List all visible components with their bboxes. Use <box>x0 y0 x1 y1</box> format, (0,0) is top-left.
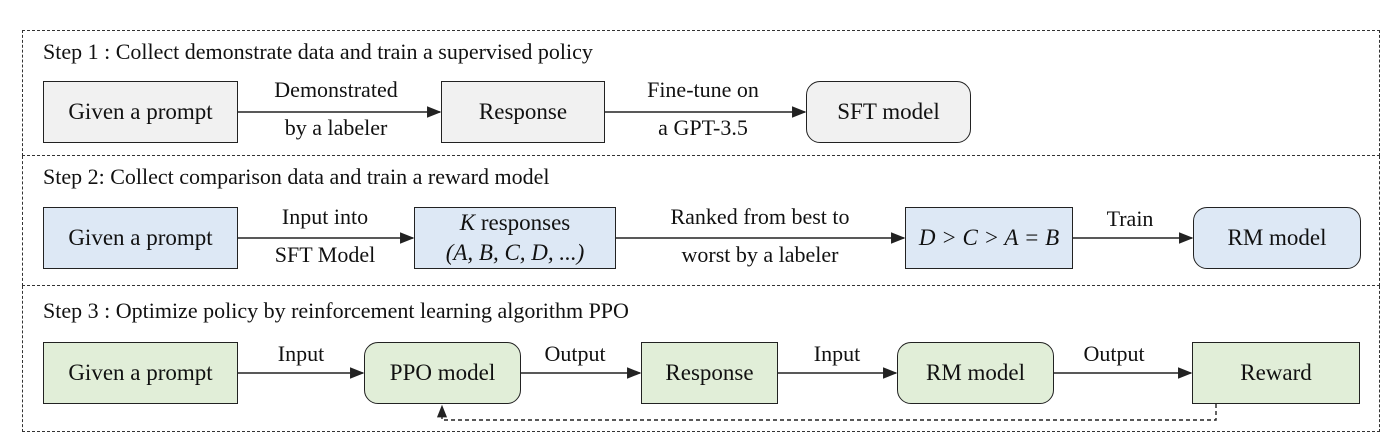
step2-ranking-text: D > C > A = B <box>918 225 1060 250</box>
step1-arrow2-label-bottom: a GPT-3.5 <box>658 115 748 140</box>
step1-title: Step 1 : Collect demonstrate data and tr… <box>43 39 593 64</box>
step1-panel: Step 1 : Collect demonstrate data and tr… <box>22 30 1380 156</box>
step2-rm-model-box: RM model <box>1193 207 1361 269</box>
step3-title: Step 3 : Optimize policy by reinforcemen… <box>43 298 629 323</box>
step3-prompt-box: Given a prompt <box>43 342 238 404</box>
step3-arrow2-label: Output <box>544 341 606 366</box>
step1-arrow2-label-top: Fine-tune on <box>647 77 759 102</box>
step2-arrow2-label-top: Ranked from best to <box>670 204 850 229</box>
step2-k-responses-line1: K responses <box>460 208 571 238</box>
step2-prompt-text: Given a prompt <box>68 225 213 250</box>
step2-responses-word: responses <box>475 210 571 235</box>
step2-arrow2-label-bottom: worst by a labeler <box>681 242 839 267</box>
step3-response-text: Response <box>665 360 754 385</box>
step2-panel: Step 2: Collect comparison data and trai… <box>22 156 1380 286</box>
step2-rm-model-text: RM model <box>1227 225 1327 250</box>
step1-sft-model-text: SFT model <box>837 99 940 124</box>
step3-arrow1-label: Input <box>277 341 325 366</box>
step3-rm-model-text: RM model <box>925 360 1026 385</box>
step1-prompt-text: Given a prompt <box>68 99 213 124</box>
step2-ranking-box: D > C > A = B <box>905 207 1073 269</box>
step3-reward-box: Reward <box>1192 342 1360 404</box>
step2-k-responses-box: K responses (A, B, C, D, ...) <box>414 207 616 269</box>
step1-arrow1-label-bottom: by a labeler <box>284 115 388 140</box>
step1-prompt-box: Given a prompt <box>43 81 238 143</box>
step3-response-box: Response <box>641 342 778 404</box>
step3-panel: Step 3 : Optimize policy by reinforcemen… <box>22 286 1380 432</box>
step3-arrow4-label: Output <box>1083 341 1145 366</box>
step2-title: Step 2: Collect comparison data and trai… <box>43 164 550 189</box>
step1-response-box: Response <box>441 81 605 143</box>
step2-k-responses-line2: (A, B, C, D, ...) <box>445 240 585 265</box>
step3-rm-model-box: RM model <box>897 342 1054 404</box>
step1-response-text: Response <box>478 99 568 124</box>
step1-arrow1-label-top: Demonstrated <box>274 77 398 102</box>
step3-arrow3-label: Input <box>813 341 861 366</box>
step2-arrow3-label: Train <box>1106 206 1154 231</box>
step1-sft-model-box: SFT model <box>806 81 971 143</box>
step3-prompt-text: Given a prompt <box>68 360 213 385</box>
step2-arrow1-label-top: Input into <box>281 204 369 229</box>
step3-ppo-model-box: PPO model <box>364 342 521 404</box>
step2-arrow1-label-bottom: SFT Model <box>274 242 376 267</box>
step2-k-symbol: K <box>459 210 476 235</box>
step3-reward-text: Reward <box>1240 360 1312 385</box>
step2-prompt-box: Given a prompt <box>43 207 238 269</box>
step3-ppo-model-text: PPO model <box>389 360 496 385</box>
